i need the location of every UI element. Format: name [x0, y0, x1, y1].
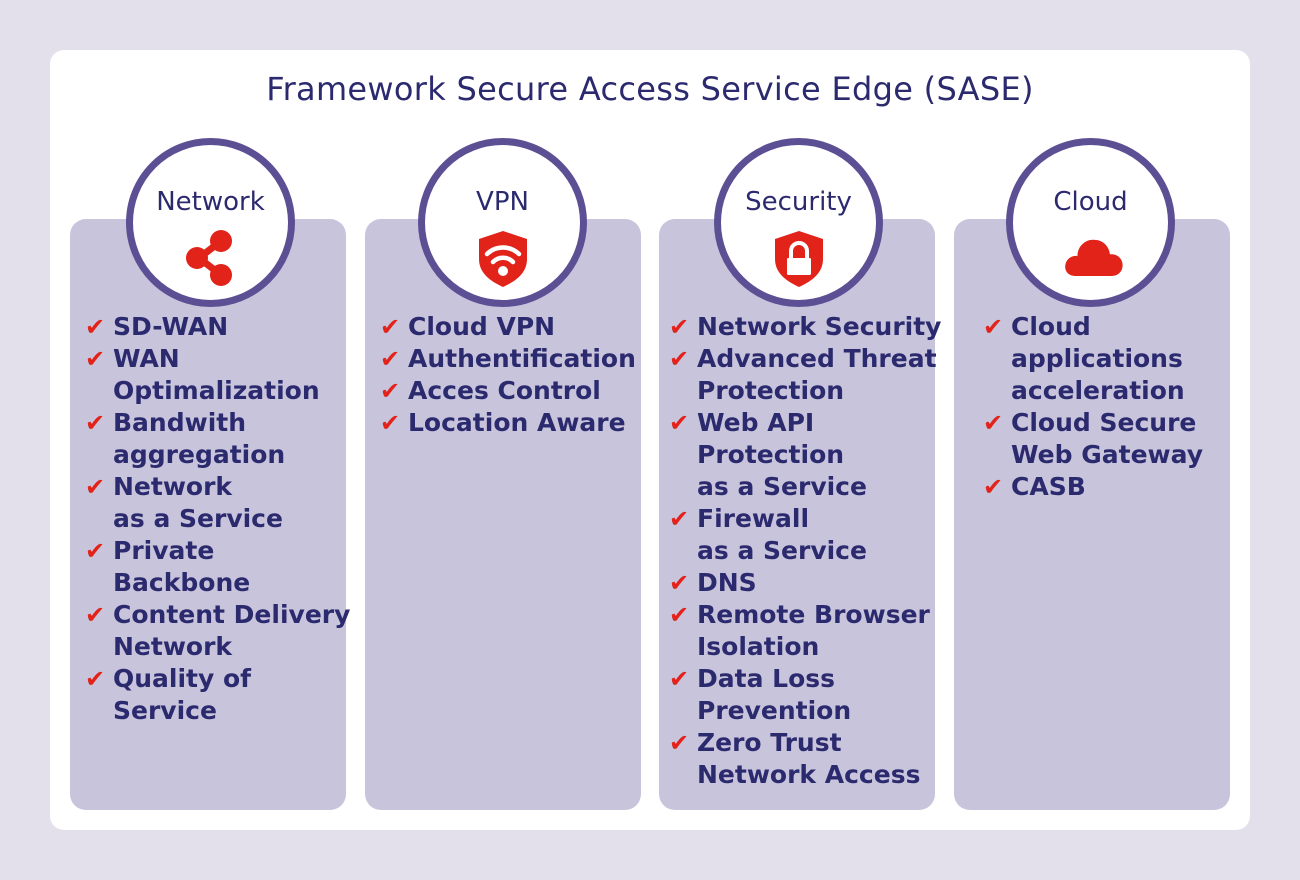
- check-mark-icon: ✔: [983, 313, 1004, 341]
- list-item: ✔Remote Browser Isolation: [669, 599, 941, 663]
- list-item: ✔Web API Protection as a Service: [669, 407, 941, 503]
- circle-network: Network: [126, 138, 295, 307]
- list-item-text: Cloud Secure Web Gateway: [1011, 408, 1204, 469]
- check-mark-icon: ✔: [85, 665, 106, 693]
- panel-cloud: [954, 219, 1230, 810]
- list-item: ✔CASB: [983, 471, 1203, 503]
- list-item-text: Location Aware: [408, 408, 626, 437]
- list-item-text: Firewall as a Service: [697, 504, 867, 565]
- lock-shield-icon: [775, 231, 823, 287]
- diagram-title: Framework Secure Access Service Edge (SA…: [266, 70, 1034, 108]
- list-item-text: Network as a Service: [113, 472, 283, 533]
- list-item: ✔Network Security: [669, 311, 941, 343]
- list-item-text: Cloud VPN: [408, 312, 556, 341]
- list-item-text: Content Delivery Network: [113, 600, 351, 661]
- list-item-text: Authentification: [408, 344, 636, 373]
- share-icon: [186, 230, 232, 286]
- circle-vpn: VPN: [418, 138, 587, 307]
- check-mark-icon: ✔: [669, 505, 690, 533]
- list-vpn: ✔Cloud VPN✔Authentification✔Acces Contro…: [380, 311, 636, 439]
- list-item-text: WAN Optimalization: [113, 344, 320, 405]
- check-mark-icon: ✔: [85, 601, 106, 629]
- circle-security: Security: [714, 138, 883, 307]
- check-mark-icon: ✔: [85, 537, 106, 565]
- list-item: ✔Content Delivery Network: [85, 599, 350, 663]
- check-mark-icon: ✔: [669, 729, 690, 757]
- circle-cloud: Cloud: [1006, 138, 1175, 307]
- check-mark-icon: ✔: [669, 409, 690, 437]
- list-item-text: Quality of Service: [113, 664, 252, 725]
- check-mark-icon: ✔: [669, 569, 690, 597]
- check-mark-icon: ✔: [85, 473, 106, 501]
- check-mark-icon: ✔: [380, 313, 401, 341]
- list-security: ✔Network Security✔Advanced Threat Protec…: [669, 311, 941, 791]
- panel-network: [70, 219, 346, 810]
- check-mark-icon: ✔: [380, 377, 401, 405]
- list-item-text: Network Security: [697, 312, 942, 341]
- list-item-text: Bandwith aggregation: [113, 408, 286, 469]
- check-mark-icon: ✔: [85, 313, 106, 341]
- cloud-icon: [1065, 239, 1123, 276]
- check-mark-icon: ✔: [669, 601, 690, 629]
- wifi-shield-icon: [479, 231, 527, 287]
- list-item-text: Data Loss Prevention: [697, 664, 852, 725]
- check-mark-icon: ✔: [669, 665, 690, 693]
- list-item: ✔Cloud Secure Web Gateway: [983, 407, 1203, 471]
- list-item: ✔Acces Control: [380, 375, 636, 407]
- list-cloud: ✔Cloud applications acceleration✔Cloud S…: [983, 311, 1203, 503]
- check-mark-icon: ✔: [380, 345, 401, 373]
- circle-label-cloud: Cloud: [1053, 187, 1128, 217]
- list-item: ✔Private Backbone: [85, 535, 350, 599]
- circle-label-security: Security: [745, 187, 852, 217]
- list-item: ✔SD-WAN: [85, 311, 350, 343]
- list-item: ✔Authentification: [380, 343, 636, 375]
- list-item: ✔Cloud applications acceleration: [983, 311, 1203, 407]
- list-item-text: Zero Trust Network Access: [697, 728, 921, 789]
- check-mark-icon: ✔: [983, 409, 1004, 437]
- list-item: ✔Location Aware: [380, 407, 636, 439]
- check-mark-icon: ✔: [380, 409, 401, 437]
- list-item: ✔Cloud VPN: [380, 311, 636, 343]
- list-item: ✔Advanced Threat Protection: [669, 343, 941, 407]
- list-item-text: SD-WAN: [113, 312, 229, 341]
- list-item-text: Web API Protection as a Service: [697, 408, 867, 501]
- panel-vpn: [365, 219, 641, 810]
- list-item: ✔WAN Optimalization: [85, 343, 350, 407]
- list-item: ✔Zero Trust Network Access: [669, 727, 941, 791]
- check-mark-icon: ✔: [669, 345, 690, 373]
- check-mark-icon: ✔: [983, 473, 1004, 501]
- list-item-text: CASB: [1011, 472, 1086, 501]
- list-item-text: Remote Browser Isolation: [697, 600, 930, 661]
- list-item: ✔Firewall as a Service: [669, 503, 941, 567]
- check-mark-icon: ✔: [85, 409, 106, 437]
- list-item-text: Cloud applications acceleration: [1011, 312, 1185, 405]
- check-mark-icon: ✔: [669, 313, 690, 341]
- check-mark-icon: ✔: [85, 345, 106, 373]
- list-item: ✔Quality of Service: [85, 663, 350, 727]
- list-item-text: Acces Control: [408, 376, 601, 405]
- circle-label-network: Network: [156, 187, 265, 217]
- panel-security: [659, 219, 935, 810]
- list-network: ✔SD-WAN✔WAN Optimalization✔Bandwith aggr…: [85, 311, 350, 727]
- list-item: ✔Network as a Service: [85, 471, 350, 535]
- list-item: ✔Bandwith aggregation: [85, 407, 350, 471]
- list-item-text: Private Backbone: [113, 536, 251, 597]
- list-item: ✔Data Loss Prevention: [669, 663, 941, 727]
- list-item-text: Advanced Threat Protection: [697, 344, 937, 405]
- list-item: ✔DNS: [669, 567, 941, 599]
- list-item-text: DNS: [697, 568, 757, 597]
- circle-label-vpn: VPN: [476, 187, 529, 217]
